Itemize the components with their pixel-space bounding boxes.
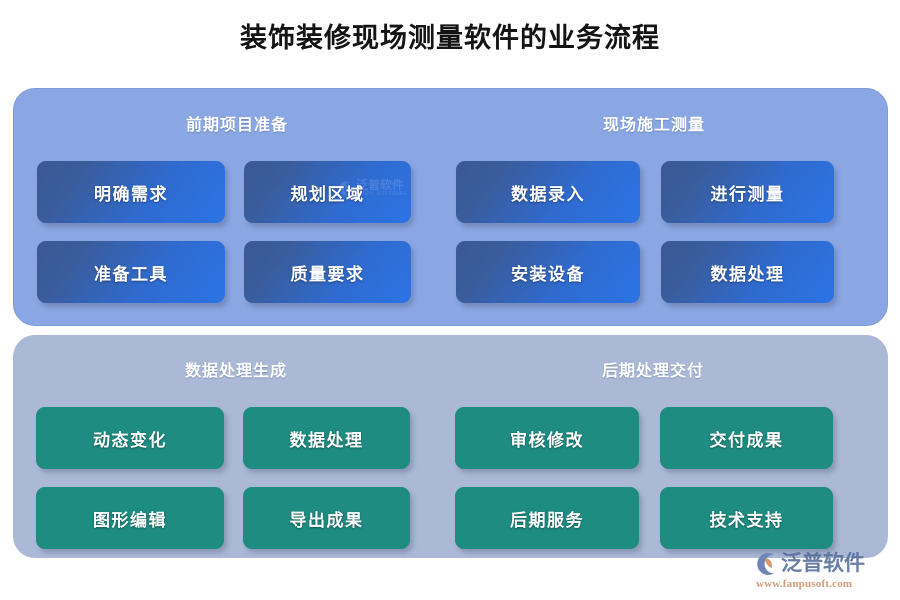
page-title: 装饰装修现场测量软件的业务流程	[240, 23, 660, 53]
node-label: 数据处理	[710, 264, 785, 284]
node-daochu-chengguo[interactable]: 导出成果	[243, 487, 410, 549]
node-shenhe-xiugai[interactable]: 审核修改	[455, 407, 639, 469]
panel-upper: 前期项目准备 现场施工测量 明确需求 规划区域 准备工具 质量要求 数据录入 进…	[13, 88, 888, 326]
node-houqi-fuwu[interactable]: 后期服务	[455, 487, 639, 549]
section-header-delivery: 后期处理交付	[601, 363, 704, 380]
node-tuxing-bianji[interactable]: 图形编辑	[36, 487, 224, 549]
node-dongtai-bianhua[interactable]: 动态变化	[36, 407, 224, 469]
node-zhiliang-yaoqiu[interactable]: 质量要求	[244, 241, 411, 303]
node-label: 图形编辑	[93, 510, 167, 530]
node-guihua-quyu[interactable]: 规划区域	[244, 161, 411, 223]
brand-row: 泛普软件	[752, 550, 865, 578]
node-jishu-zhichi[interactable]: 技术支持	[660, 487, 833, 549]
node-label: 数据处理	[289, 430, 364, 450]
node-label: 交付成果	[709, 430, 784, 450]
node-jiaofu-chengguo[interactable]: 交付成果	[660, 407, 833, 469]
node-anzhuang-shebei[interactable]: 安装设备	[456, 241, 640, 303]
node-shuju-chuli-upper[interactable]: 数据处理	[661, 241, 834, 303]
section-header-onsite: 现场施工测量	[602, 117, 705, 134]
node-label: 规划区域	[290, 184, 365, 204]
brand-logo: 泛普软件 www.fanpusoft.com	[752, 546, 892, 594]
node-label: 导出成果	[289, 510, 364, 530]
node-jinxing-celiang[interactable]: 进行测量	[661, 161, 834, 223]
section-header-dataoutput: 数据处理生成	[184, 363, 287, 380]
fanpu-logo-icon	[757, 552, 774, 575]
node-label: 进行测量	[710, 184, 785, 204]
node-label: 明确需求	[94, 184, 168, 204]
node-label: 后期服务	[510, 510, 584, 530]
section-header-preparation: 前期项目准备	[185, 117, 288, 134]
node-label: 质量要求	[290, 264, 365, 284]
node-grid-upper: 明确需求 规划区域 准备工具 质量要求 数据录入 进行测量 安装设备 数据处理	[14, 89, 889, 325]
node-label: 审核修改	[510, 430, 584, 450]
brand-name: 泛普软件	[781, 551, 865, 575]
node-mingque-xuqiu[interactable]: 明确需求	[37, 161, 225, 223]
node-label: 技术支持	[709, 510, 784, 530]
panel-lower: 数据处理生成 后期处理交付 动态变化 数据处理 图形编辑 导出成果 审核修改 交…	[13, 335, 888, 558]
node-label: 准备工具	[94, 264, 168, 284]
node-label: 动态变化	[93, 430, 167, 450]
node-grid-lower: 动态变化 数据处理 图形编辑 导出成果 审核修改 交付成果 后期服务 技术支持	[13, 335, 888, 558]
node-label: 数据录入	[511, 184, 585, 204]
brand-url: www.fanpusoft.com	[756, 577, 853, 590]
node-shuju-luru[interactable]: 数据录入	[456, 161, 640, 223]
node-label: 安装设备	[511, 264, 585, 284]
node-zhunbei-gongju[interactable]: 准备工具	[37, 241, 225, 303]
node-shuju-chuli-lower[interactable]: 数据处理	[243, 407, 410, 469]
